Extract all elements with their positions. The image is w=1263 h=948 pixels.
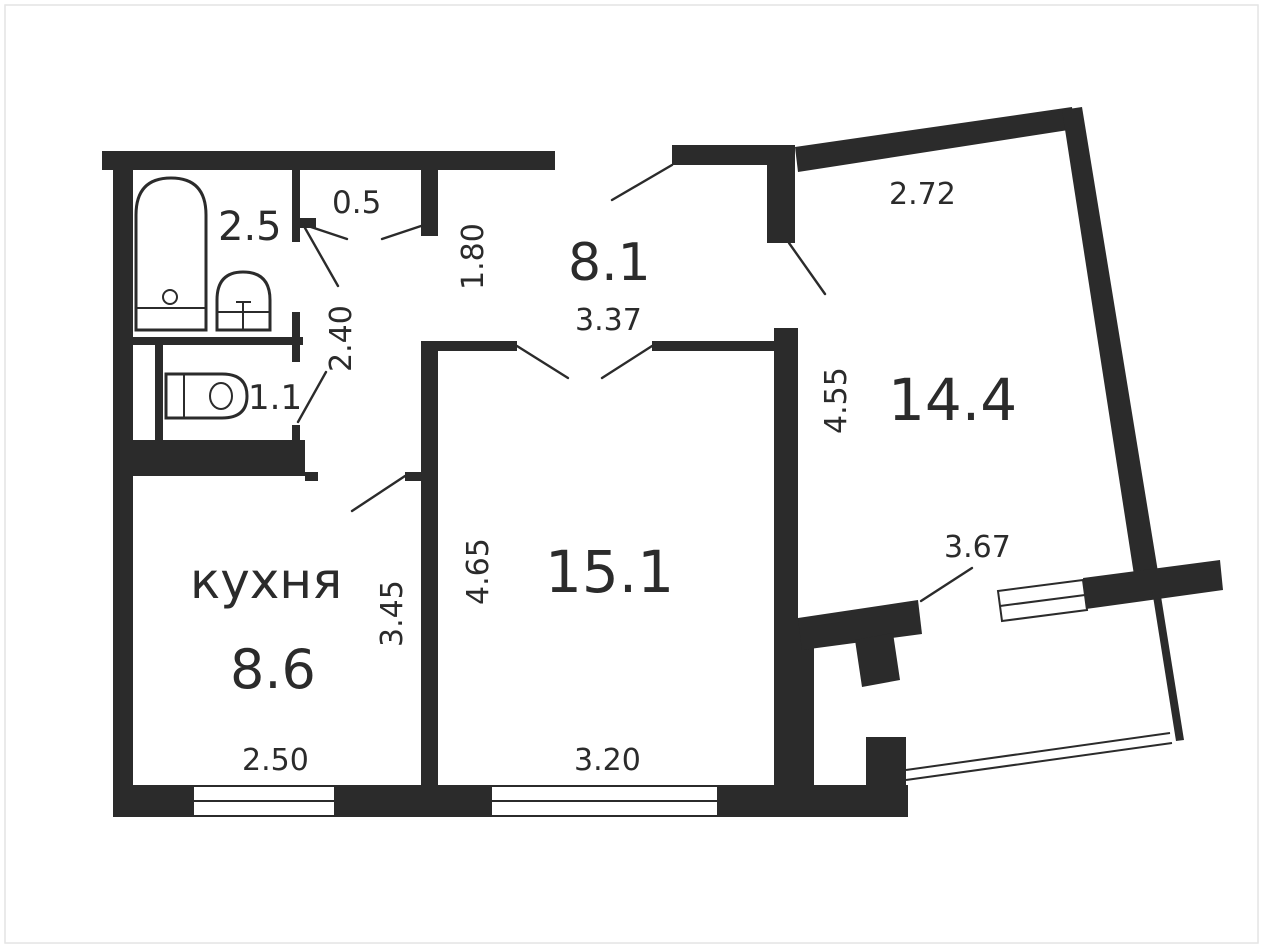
dim-hall-width: 3.37 — [575, 303, 642, 338]
balcony-rail-outer — [905, 732, 1171, 771]
toilet-icon — [164, 372, 249, 420]
wall-balcony-right — [1152, 590, 1184, 741]
wall-toilet-right — [292, 312, 300, 362]
wall-toilet-right-lower — [292, 425, 300, 440]
bedroom-area: 14.4 — [888, 366, 1017, 434]
door-bath — [303, 226, 340, 288]
wall-bath-bottom — [133, 337, 303, 345]
door-closet-right — [380, 224, 423, 241]
dim-bedroom-top-width: 2.72 — [889, 177, 956, 212]
door-entrance — [610, 163, 674, 202]
dim-hall-length: 2.40 — [324, 305, 359, 372]
wall-bedroom-bottom-right — [1083, 560, 1223, 609]
dim-bedroom-length: 4.55 — [819, 367, 854, 434]
wall-balcony-stub — [855, 633, 900, 687]
dim-closet-height: 1.80 — [456, 223, 491, 290]
wall-kitchen-living — [421, 341, 438, 785]
wall-toilet-left — [155, 345, 163, 440]
hall-area: 8.1 — [568, 233, 651, 293]
wall-living-top-left — [421, 341, 517, 351]
bathtub-icon — [134, 176, 208, 332]
wall-kitchen-top — [133, 440, 305, 476]
toilet-bowl-icon — [209, 382, 233, 410]
toilet-area: 1.1 — [248, 378, 302, 418]
bathroom-area: 2.5 — [218, 204, 282, 250]
wall-balcony-pillar — [866, 737, 906, 787]
door-closet-left — [303, 223, 349, 241]
wall-hall-pillar — [767, 145, 795, 243]
wall-bedroom-right — [1062, 107, 1158, 575]
windows — [192, 578, 1173, 817]
wall-bottom-mid-right — [718, 785, 908, 817]
wall-living-top-right — [652, 341, 774, 351]
kitchen-name: кухня — [190, 552, 342, 610]
door-toilet — [296, 370, 328, 424]
door-living-right — [600, 344, 654, 380]
wall-bottom-left — [113, 785, 193, 817]
walls — [102, 107, 1223, 817]
wall-kitchen-door-tip — [405, 472, 421, 481]
wall-bath-knob — [300, 218, 316, 228]
door-bedroom — [787, 241, 827, 296]
dim-kitchen-length: 3.45 — [375, 580, 410, 647]
dim-living-width: 3.20 — [574, 743, 641, 778]
balcony-rail-inner — [905, 742, 1173, 781]
wall-hall-top — [672, 145, 795, 165]
wall-bottom-mid-left — [335, 785, 491, 817]
closet-area: 0.5 — [332, 185, 381, 221]
wall-closet — [421, 170, 438, 236]
dim-bedroom-bottom-width: 3.67 — [944, 530, 1011, 565]
dim-kitchen-width: 2.50 — [242, 743, 309, 778]
kitchen-area: 8.6 — [230, 638, 316, 701]
wall-top-left — [102, 151, 555, 170]
living-area: 15.1 — [545, 538, 674, 606]
image-frame — [4, 4, 1259, 944]
labels: 2.5 0.5 1.1 8.1 кухня 8.6 15.1 14.4 1.80… — [190, 177, 1017, 778]
wall-kitchen-top-tip — [305, 472, 318, 481]
door-kitchen — [350, 474, 407, 513]
wall-bedroom-top — [795, 107, 1075, 172]
doors — [296, 163, 974, 603]
wall-bath-right — [292, 170, 300, 242]
door-living-left — [515, 344, 570, 380]
bathtub-drain-icon — [162, 289, 178, 305]
wall-left — [113, 151, 133, 817]
dim-living-length: 4.65 — [461, 538, 496, 605]
door-balcony — [919, 566, 974, 603]
fixtures — [134, 176, 272, 420]
